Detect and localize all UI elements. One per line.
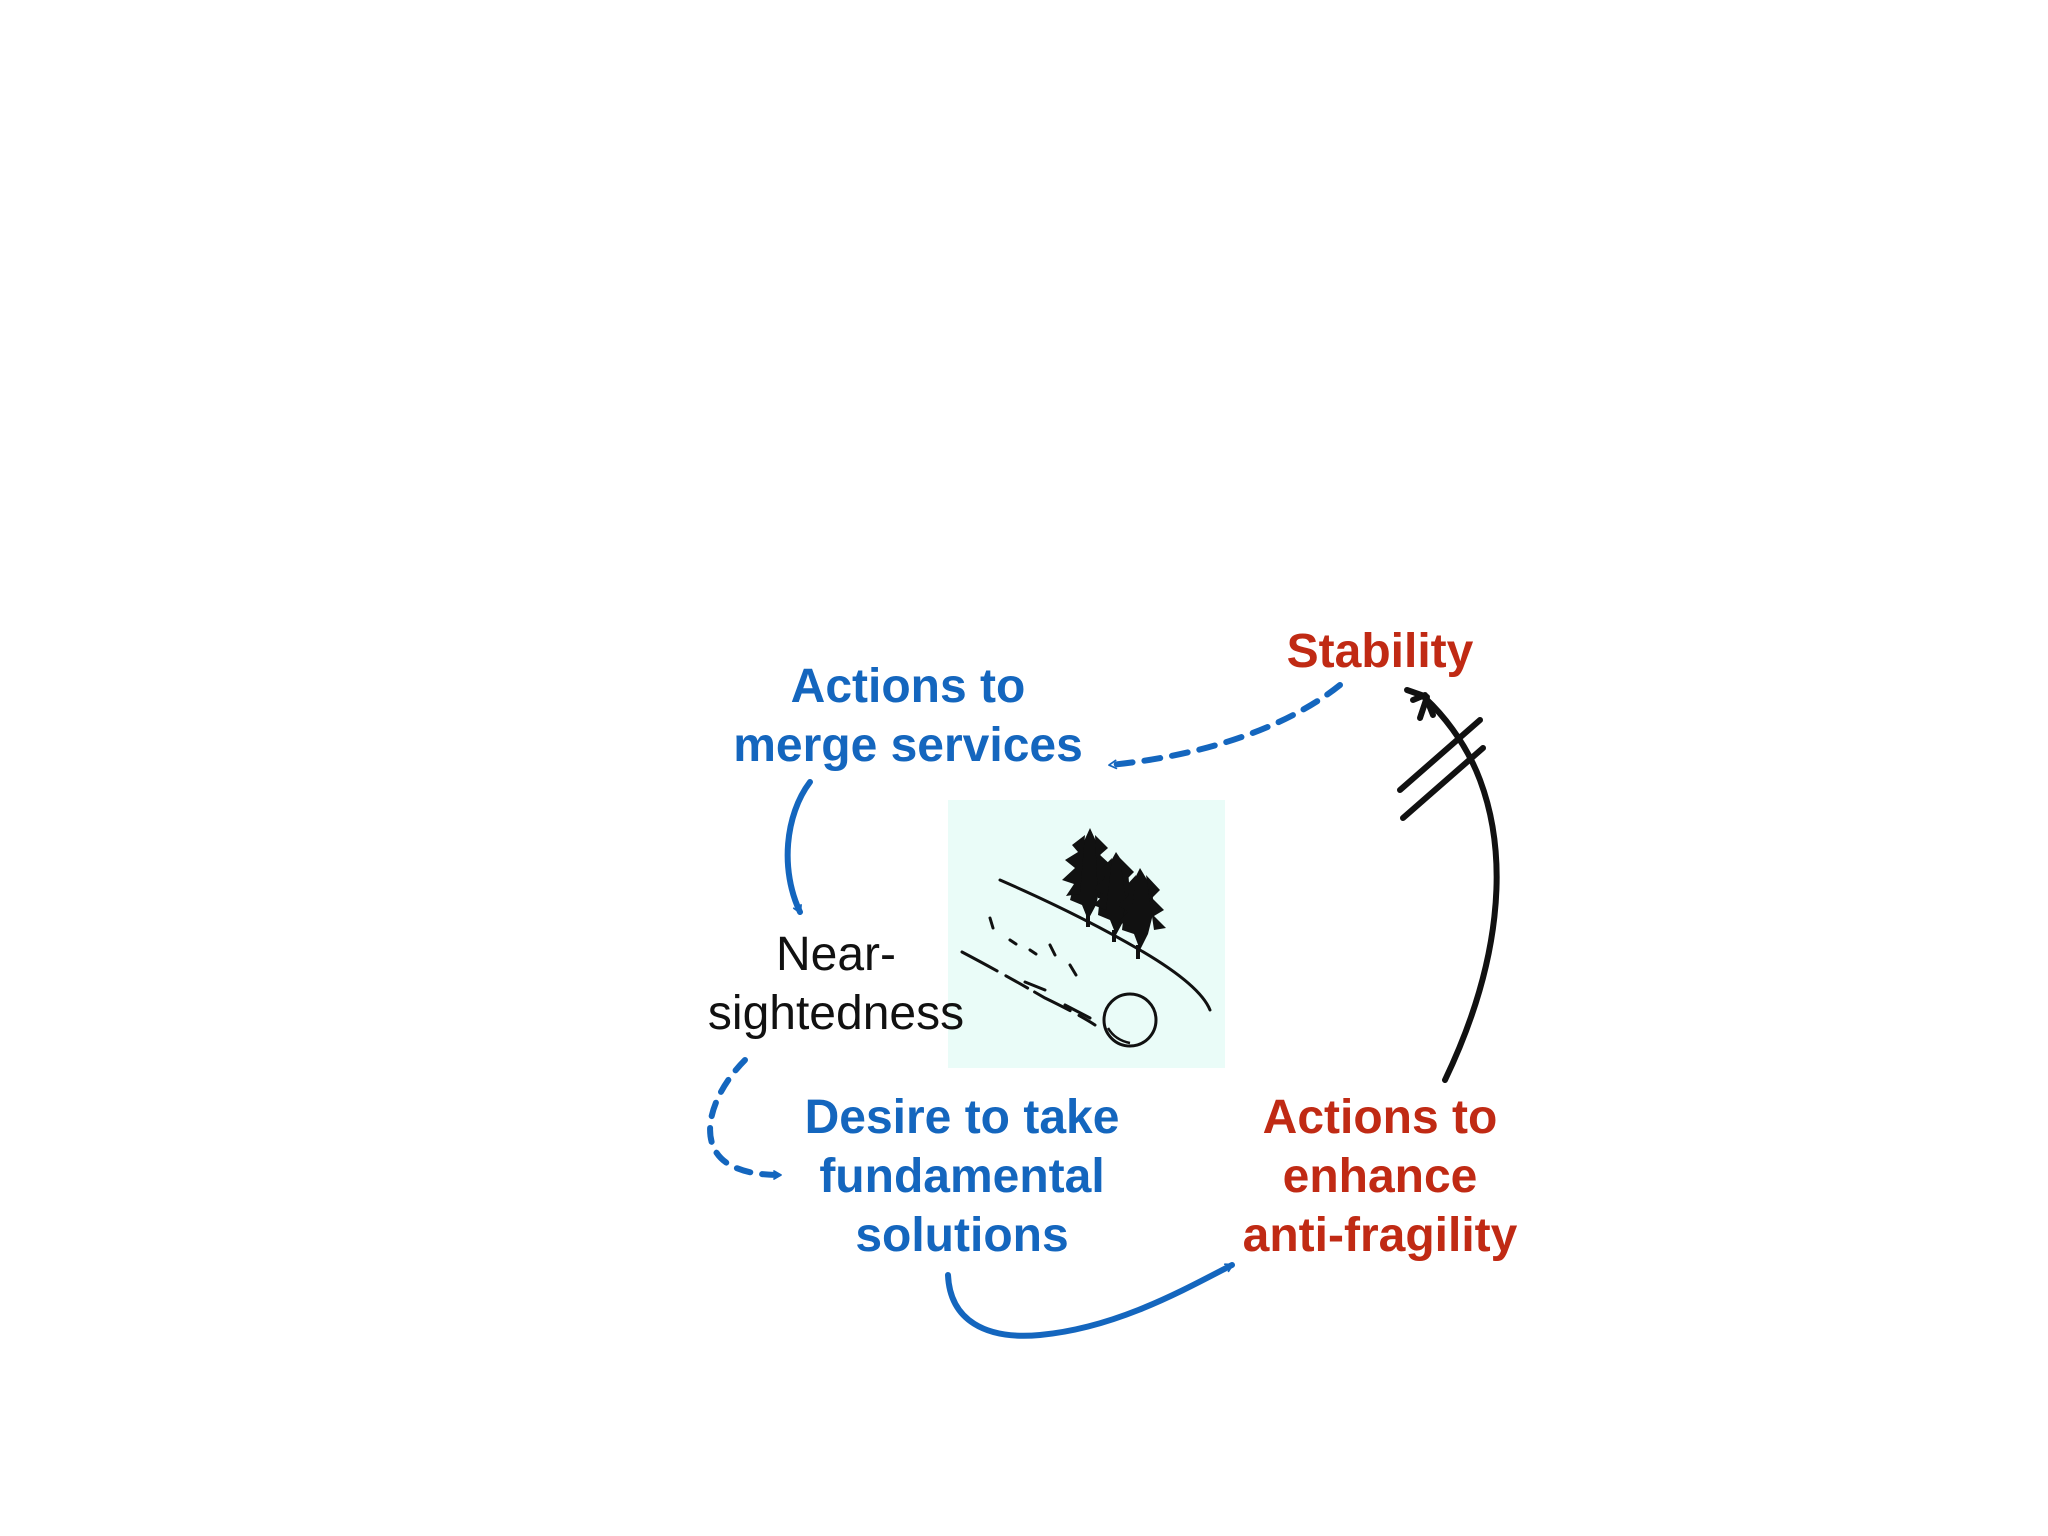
edge-anti-fragility-to-stability (1404, 687, 1500, 1083)
node-anti-fragility: Actions to enhance anti-fragility (1243, 1088, 1518, 1265)
node-near-sightedness-line-1: Near- (775, 928, 897, 981)
node-anti-fragility-line-2: enhance (1282, 1150, 1478, 1203)
node-stability-line-1: Stability (1286, 625, 1474, 678)
edge-merge-services-to-near-sightedness (784, 779, 813, 915)
delay-mark (1397, 717, 1486, 821)
node-merge-services-line-1: Actions to (790, 660, 1026, 713)
node-desire-fundamental-line-1: Desire to take (804, 1091, 1120, 1144)
node-near-sightedness-line-2: sightedness (707, 987, 965, 1040)
node-anti-fragility-line-1: Actions to (1262, 1091, 1498, 1144)
rolling-ball-down-slope-with-trees-icon (948, 800, 1225, 1068)
edge-near-sightedness-to-desire-fundamental (707, 1057, 783, 1180)
edge-stability-to-merge-services (1107, 682, 1343, 770)
node-merge-services: Actions to merge services (733, 657, 1083, 775)
node-merge-services-line-2: merge services (733, 719, 1083, 772)
node-desire-fundamental-line-2: fundamental (819, 1150, 1105, 1203)
node-desire-fundamental: Desire to take fundamental solutions (805, 1088, 1120, 1265)
node-near-sightedness: Near- sightedness (708, 925, 964, 1043)
edge-desire-fundamental-to-anti-fragility (945, 1262, 1235, 1339)
node-desire-fundamental-line-3: solutions (855, 1209, 1069, 1262)
node-anti-fragility-line-3: anti-fragility (1242, 1209, 1518, 1262)
node-stability: Stability (1287, 622, 1474, 681)
